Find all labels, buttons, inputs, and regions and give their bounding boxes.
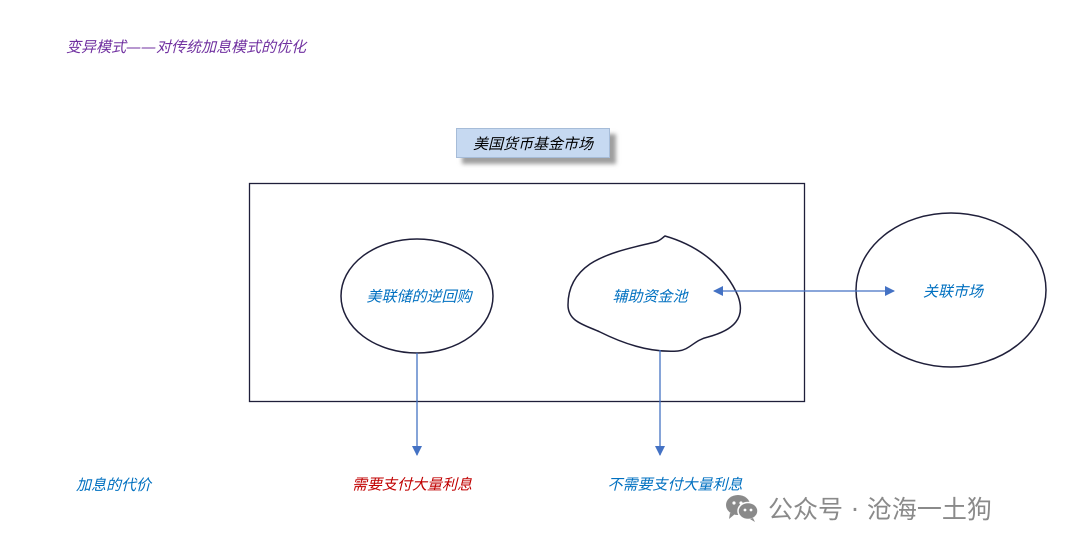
title-box: 美国货币基金市场 <box>456 128 610 158</box>
watermark: 公众号 · 沧海一土狗 <box>724 490 992 526</box>
watermark-text: 公众号 · 沧海一土狗 <box>768 495 992 524</box>
wechat-icon <box>726 495 759 522</box>
aux-pool-label: 辅助资金池 <box>612 287 688 306</box>
aux-pool-shape <box>567 235 742 353</box>
reverse-repo-label: 美联储的逆回购 <box>366 287 472 306</box>
reverse-repo-cost-label: 需要支付大量利息 <box>351 475 473 494</box>
page-heading: 变异模式——对传统加息模式的优化 <box>66 38 307 56</box>
market-container <box>248 182 806 403</box>
related-market-label: 关联市场 <box>922 282 984 301</box>
cost-label: 加息的代价 <box>76 476 152 494</box>
aux-pool-cost-label: 不需要支付大量利息 <box>607 475 743 494</box>
